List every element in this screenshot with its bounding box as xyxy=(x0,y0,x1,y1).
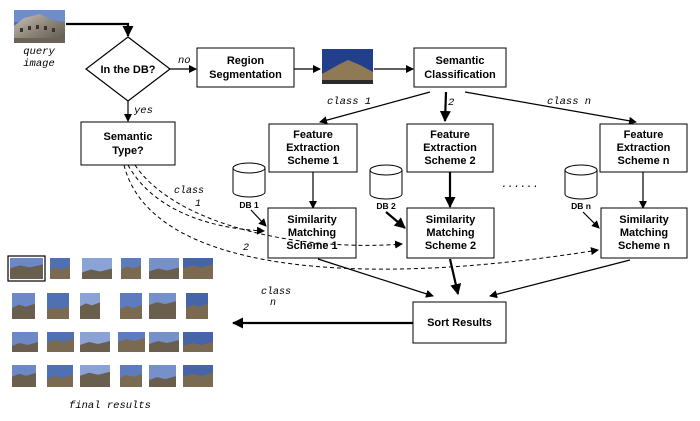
sort-results-label: Sort Results xyxy=(427,317,492,329)
sim2-to-sort-arrow xyxy=(448,258,462,295)
result-thumbnail xyxy=(149,365,176,387)
final-results-label: final results xyxy=(69,400,151,412)
class2-arrow xyxy=(439,91,451,122)
result-thumbnail xyxy=(10,258,43,279)
feat2-line3: Scheme 2 xyxy=(424,155,475,167)
result-thumbnail xyxy=(80,365,110,387)
result-thumbnail xyxy=(80,332,110,352)
sim2-line2: Matching xyxy=(426,227,474,239)
query-image xyxy=(14,10,65,43)
no-label: no xyxy=(178,55,191,67)
semantic-type-box xyxy=(80,121,176,166)
dashed-classn-path xyxy=(123,164,599,270)
sim2-line3: Scheme 2 xyxy=(425,240,476,252)
result-thumbnail xyxy=(47,332,74,352)
feat1-line3: Scheme 1 xyxy=(287,155,338,167)
result-thumbnail xyxy=(12,365,36,387)
sim2-line1: Similarity xyxy=(426,214,476,226)
result-thumbnail xyxy=(183,365,213,387)
feat2-line1: Feature xyxy=(430,129,470,141)
class1-arrow xyxy=(319,91,431,125)
result-thumbnail xyxy=(82,258,112,279)
dashed-class-label-line2: 1 xyxy=(195,199,201,210)
feat2-line2: Extraction xyxy=(423,142,477,154)
sim1-line3: Scheme 1 xyxy=(286,240,337,252)
result-thumbnail xyxy=(149,332,179,352)
yes-label: yes xyxy=(133,105,153,117)
sem-type-line2: Type? xyxy=(112,145,144,157)
sem-class-line1: Semantic xyxy=(436,55,485,67)
result-thumbnail xyxy=(120,293,142,319)
semantic-classification-box xyxy=(413,47,507,88)
decision-label: In the DB? xyxy=(101,64,156,76)
featn-line3: Scheme n xyxy=(618,155,670,167)
dashed-2-label: 2 xyxy=(243,243,249,254)
simn-line3: Scheme n xyxy=(618,240,670,252)
dashed-classn-label-line2: n xyxy=(270,298,276,309)
selected-result-frame xyxy=(7,255,46,282)
feature-extraction-n-box xyxy=(599,123,688,173)
sim1-line1: Similarity xyxy=(287,214,337,226)
result-thumbnail xyxy=(47,293,69,319)
result-thumbnail xyxy=(47,365,73,387)
simn-to-sort-arrow xyxy=(489,259,631,299)
result-thumbnail xyxy=(186,293,208,319)
sim1-line2: Matching xyxy=(288,227,336,239)
region-segmentation-box xyxy=(196,47,295,88)
result-thumbnail xyxy=(118,332,145,352)
ellipsis-label: ...... xyxy=(501,179,539,191)
result-thumbnail xyxy=(120,365,142,387)
classn-arrow xyxy=(464,91,637,125)
dashed-class-label-line1: class xyxy=(174,185,204,197)
db2-label: DB 2 xyxy=(376,201,396,211)
sem-type-line1: Semantic xyxy=(104,131,153,143)
feature-extraction-1-box xyxy=(268,123,358,173)
result-thumbnail-grid xyxy=(7,255,213,387)
segmented-image xyxy=(322,49,373,84)
result-thumbnail xyxy=(149,258,179,279)
result-thumbnail xyxy=(149,293,176,319)
simn-line1: Similarity xyxy=(619,214,669,226)
dashed-classn-label-line1: class xyxy=(261,286,291,298)
result-thumbnail xyxy=(80,293,100,319)
sim1-to-sort-arrow xyxy=(317,258,434,298)
result-thumbnail xyxy=(50,258,70,279)
feature-extraction-2-box xyxy=(406,123,494,173)
db2-cylinder xyxy=(369,164,403,200)
dbn-cylinder xyxy=(564,164,598,200)
query-label-line1: query xyxy=(23,46,55,58)
query-to-decision-arrow xyxy=(66,22,134,37)
featn-line2: Extraction xyxy=(617,142,671,154)
similarity-matching-2-box xyxy=(406,207,495,259)
class1-label: class 1 xyxy=(327,96,371,108)
feat1-line1: Feature xyxy=(293,129,333,141)
sem-class-line2: Classification xyxy=(424,69,496,81)
result-thumbnail xyxy=(12,332,38,352)
result-thumbnail xyxy=(121,258,141,279)
dbn-to-simn-arrow xyxy=(582,211,600,229)
db1-to-sim1-arrow xyxy=(250,209,267,227)
dbn-label: DB n xyxy=(571,201,591,211)
feat1-line2: Extraction xyxy=(286,142,340,154)
result-thumbnail xyxy=(12,293,35,319)
region-seg-line1: Region xyxy=(227,55,265,67)
simn-line2: Matching xyxy=(620,227,668,239)
class2-label: 2 xyxy=(448,97,454,109)
dashed-class2-path xyxy=(134,164,403,249)
db1-label: DB 1 xyxy=(239,200,259,210)
similarity-matching-n-box xyxy=(600,207,688,259)
classn-label: class n xyxy=(547,96,591,108)
db2-to-sim2-arrow xyxy=(385,211,406,229)
similarity-matching-1-box xyxy=(267,207,357,259)
sort-results-box xyxy=(412,301,507,344)
db1-cylinder xyxy=(232,162,266,198)
query-label-line2: image xyxy=(23,58,55,70)
region-seg-line2: Segmentation xyxy=(209,69,282,81)
featn-line1: Feature xyxy=(624,129,664,141)
result-thumbnail xyxy=(183,258,213,279)
result-thumbnail xyxy=(183,332,213,352)
